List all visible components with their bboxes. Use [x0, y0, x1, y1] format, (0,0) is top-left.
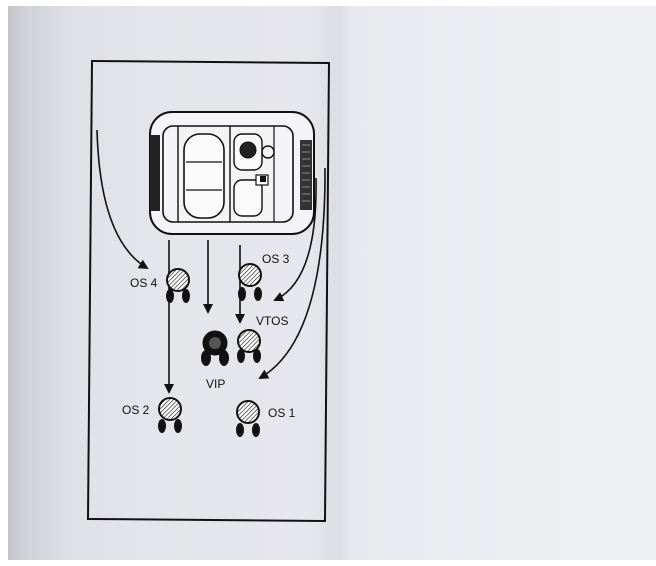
arrow-to-os1 — [258, 167, 326, 379]
label-os1: OS 1 — [268, 406, 296, 420]
person-os4-icon — [166, 268, 190, 303]
arrow-right-short — [273, 177, 317, 302]
arrow-to-os4 — [96, 129, 149, 270]
vehicle — [149, 111, 315, 235]
person-os3-icon — [238, 263, 262, 301]
person-vtos-icon — [237, 329, 261, 363]
label-os4: OS 4 — [130, 276, 158, 290]
paper-background — [8, 6, 656, 560]
vehicle-body — [149, 111, 315, 235]
label-vtos: VTOS — [256, 314, 288, 328]
label-os2: OS 2 — [122, 403, 150, 417]
label-vip: VIP — [206, 377, 225, 391]
driver-figure-icon — [239, 141, 257, 159]
vehicle-rear-bumper — [150, 135, 160, 211]
rear-bench-seat — [183, 133, 225, 219]
label-os3: OS 3 — [262, 252, 290, 266]
steering-wheel-icon — [261, 145, 275, 159]
vehicle-cabin — [162, 125, 294, 223]
diagram-frame — [86, 59, 330, 523]
vehicle-front-grille — [300, 140, 312, 210]
book-spine-shadow — [8, 6, 32, 560]
front-seat-passenger — [233, 179, 263, 217]
person-os2-icon — [158, 397, 182, 433]
person-vip-icon — [201, 330, 229, 366]
person-os1-icon — [236, 400, 260, 437]
